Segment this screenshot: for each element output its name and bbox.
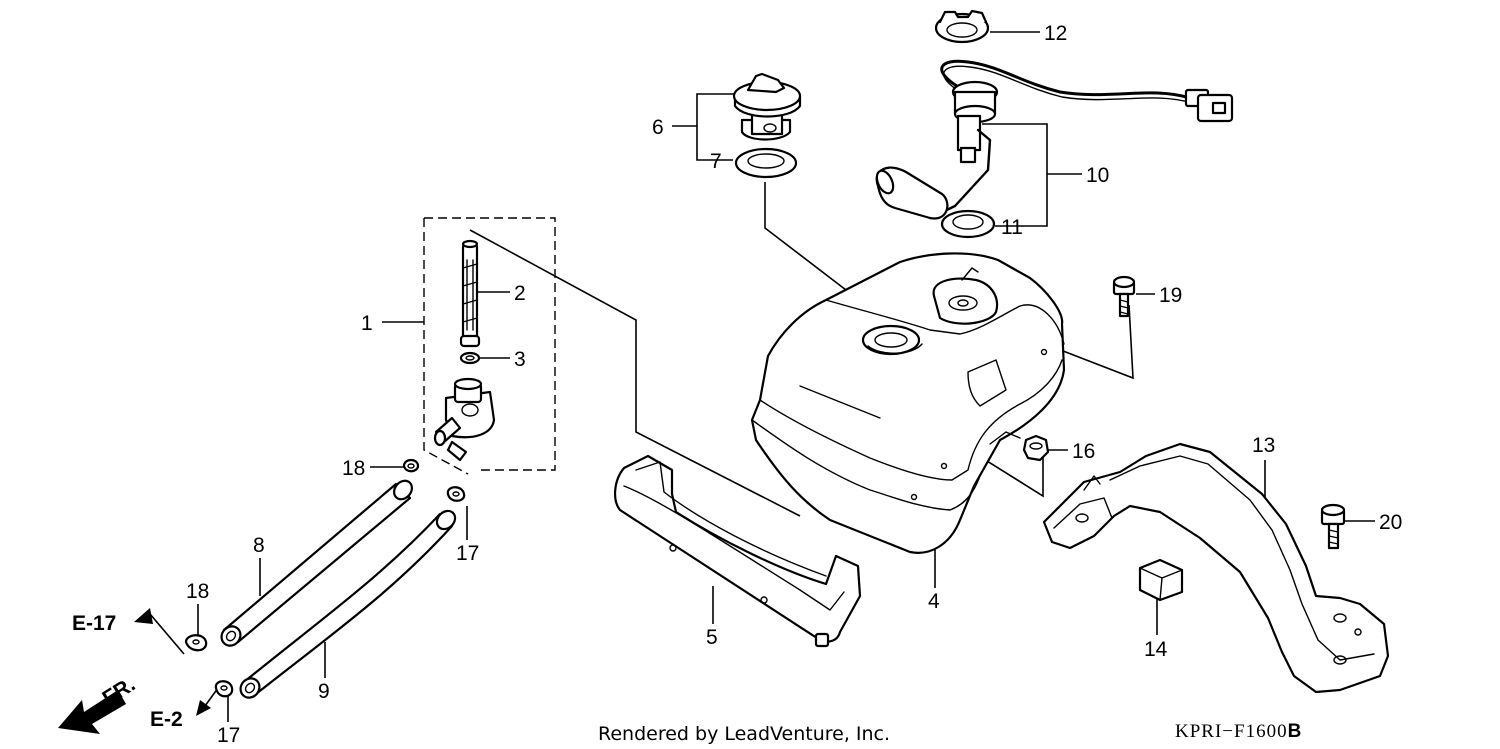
petcock-group-box bbox=[423, 217, 556, 475]
callout-5: 5 bbox=[706, 626, 718, 649]
callout-labels: 1 2 3 4 5 6 7 8 9 10 11 12 13 14 16 17 1… bbox=[186, 22, 1402, 747]
callout-11: 11 bbox=[1001, 216, 1023, 239]
callout-16: 16 bbox=[1072, 440, 1095, 463]
callout-1: 1 bbox=[361, 312, 373, 335]
callout-6: 6 bbox=[652, 116, 664, 139]
part-10-fuel-sender bbox=[875, 59, 1234, 220]
part-17-clamp-lower bbox=[214, 680, 234, 698]
part-9-fuel-tube bbox=[239, 509, 457, 699]
part-18-clamp-lower bbox=[184, 634, 208, 652]
diagram-code-suffix: B bbox=[1288, 721, 1303, 742]
part-19-bolt bbox=[1112, 275, 1136, 318]
callout-17-lower: 17 bbox=[217, 724, 240, 747]
callout-17-right: 17 bbox=[456, 542, 479, 565]
callout-12: 12 bbox=[1044, 22, 1067, 45]
diagram-code: KPRI−F1600B bbox=[1175, 721, 1302, 742]
callout-18-upper: 18 bbox=[342, 457, 365, 480]
footer-credit: Rendered by LeadVenture, Inc. bbox=[598, 723, 890, 745]
callout-18-lower: 18 bbox=[186, 580, 209, 603]
reference-e-17: E-17 bbox=[72, 612, 116, 635]
callout-4: 4 bbox=[928, 590, 940, 613]
part-13-tank-bracket bbox=[1042, 442, 1390, 694]
part-16-nut bbox=[1022, 434, 1050, 462]
front-direction-marker: FR. bbox=[58, 673, 139, 734]
part-2-strainer bbox=[459, 239, 481, 348]
reference-e-2: E-2 bbox=[150, 708, 183, 731]
part-8-fuel-tube bbox=[220, 479, 413, 647]
part-18-clamp-upper bbox=[402, 458, 420, 473]
part-11-packing bbox=[940, 209, 996, 239]
callout-2: 2 bbox=[514, 282, 526, 305]
part-5-tank-tray bbox=[614, 454, 862, 648]
part-14-cushion bbox=[1138, 558, 1184, 602]
part-7-cap-seal bbox=[734, 147, 798, 179]
part-20-bolt bbox=[1320, 503, 1346, 550]
callout-10: 10 bbox=[1086, 164, 1109, 187]
callout-13: 13 bbox=[1252, 434, 1275, 457]
callout-9: 9 bbox=[318, 680, 330, 703]
callout-14: 14 bbox=[1144, 638, 1168, 661]
callout-19: 19 bbox=[1159, 284, 1182, 307]
diagram-code-main: KPRI−F1600 bbox=[1175, 721, 1288, 742]
part-12-retainer-ring bbox=[934, 9, 990, 44]
callout-8: 8 bbox=[253, 534, 265, 557]
callout-3: 3 bbox=[514, 348, 526, 371]
callout-7: 7 bbox=[710, 150, 722, 173]
part-6-fuel-cap bbox=[732, 72, 802, 141]
part-1-fuel-petcock bbox=[433, 377, 496, 462]
part-3-o-ring bbox=[459, 351, 481, 365]
part-4-fuel-tank bbox=[750, 252, 1066, 554]
callout-20: 20 bbox=[1379, 511, 1402, 534]
part-17-clamp-upper bbox=[446, 486, 466, 502]
